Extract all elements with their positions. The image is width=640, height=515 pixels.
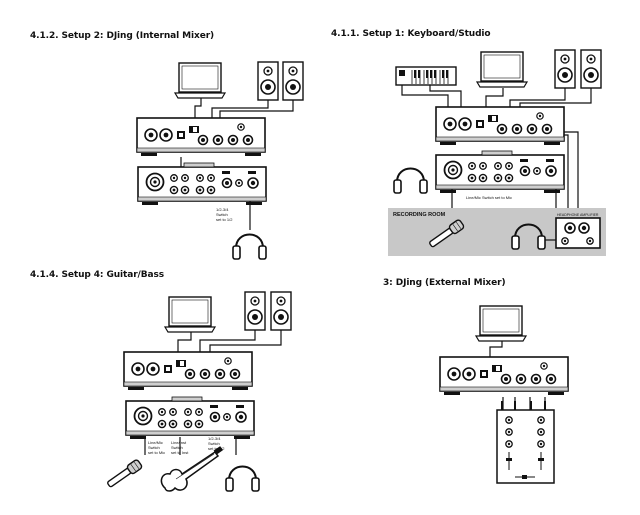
switch-label-line: 1/2-3/4 [216,207,229,212]
interface-rear [435,106,565,146]
switch-1234-label: Switch [208,441,220,446]
laptop-icon [174,62,226,99]
interface-rear [439,356,569,396]
microphone-icon [105,458,144,490]
speaker-icon [554,49,576,89]
title-setup1: 4.1.1. Setup 1: Keyboard/Studio [331,29,491,39]
switch-1234-label: 1/2-3/4 [208,436,221,441]
recording-room-label: RECORDING ROOM [393,212,446,218]
headphones-icon [393,167,428,194]
interface-front [137,162,267,206]
speaker-icon [282,61,304,101]
title-setup2: 4.1.2. Setup 2: DJing (Internal Mixer) [30,31,215,41]
title-setup4: 4.1.4. Setup 4: Guitar/Bass [30,270,164,280]
setup1-diagram: Line/Mic Switch set to Mic RECORDING ROO… [388,49,606,256]
speaker-icon [580,49,602,89]
switch-label-line: Switch [216,212,228,217]
guitar-icon [160,446,223,492]
laptop-icon [475,305,527,342]
laptop-icon [164,296,216,333]
headphones-icon [232,233,267,260]
interface-rear [136,117,266,157]
speaker-icon [244,291,266,331]
lineinst-label: Line/Inst [171,440,187,445]
keyboard-icon [395,66,457,86]
laptop-icon [476,51,528,88]
interface-rear [123,351,253,391]
title-setup3: 3: DJing (External Mixer) [383,278,506,288]
lineinst-label: Switch [171,445,183,450]
switch-label: Line/Mic Switch set to Mic [466,195,512,200]
linemic-label: Switch [148,445,160,450]
headphones-icon [225,465,260,492]
external-mixer [496,401,555,484]
speaker-icon [270,291,292,331]
lineinst-label: set to Inst [171,450,189,455]
interface-front [125,396,255,440]
switch-1234-label: set to 1/2 [208,446,225,451]
switch-label-line: set to 1/2 [216,217,233,222]
speaker-icon [257,61,279,101]
setup4-diagram: Line/Mic Switch set to Mic Line/Inst Swi… [105,291,292,492]
headphone-amplifier: HEADPHONE AMPLIFIER [555,213,601,249]
setup2-diagram: 1/2-3/4 Switch set to 1/2 [136,61,304,260]
headphone-amp-label: HEADPHONE AMPLIFIER [557,213,599,217]
setup3-diagram [439,305,569,484]
linemic-label: set to Mic [148,450,165,455]
interface-front [435,150,565,194]
linemic-label: Line/Mic [148,440,163,445]
